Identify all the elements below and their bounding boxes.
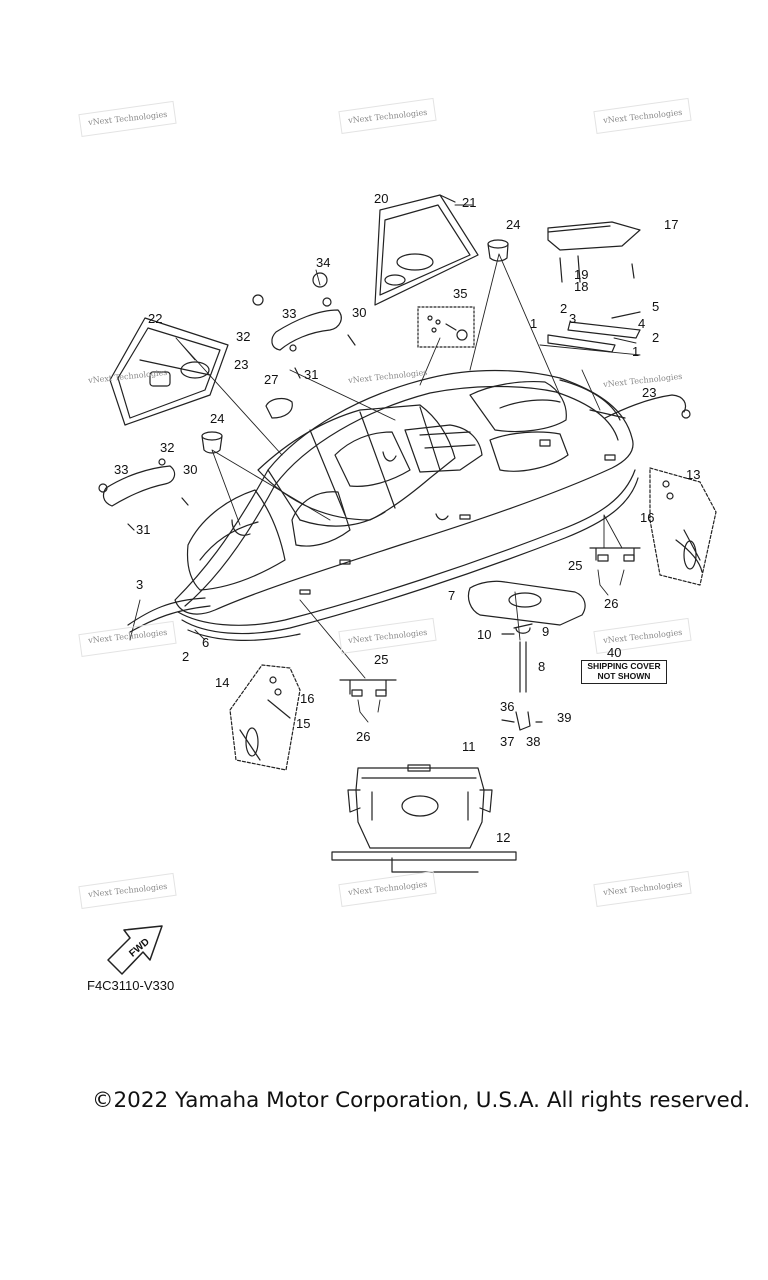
cup-holder-parts bbox=[201, 239, 509, 454]
callout-1: 1 bbox=[530, 316, 538, 331]
boarding-step bbox=[547, 221, 641, 283]
callout-27: 27 bbox=[264, 372, 279, 387]
callout-3: 3 bbox=[136, 577, 144, 592]
shipping-note-line1: SHIPPING COVER bbox=[587, 661, 661, 671]
callout-17: 17 bbox=[664, 217, 679, 232]
callout-23: 23 bbox=[234, 357, 249, 372]
pole bbox=[331, 851, 517, 873]
callout-16: 16 bbox=[640, 510, 655, 525]
callout-24: 24 bbox=[506, 217, 521, 232]
grab-handles bbox=[98, 272, 356, 531]
callout-33: 33 bbox=[114, 462, 129, 477]
callout-25: 25 bbox=[568, 558, 583, 573]
callout-14: 14 bbox=[215, 675, 230, 690]
boat-hull bbox=[174, 369, 639, 641]
callout-39: 39 bbox=[557, 710, 572, 725]
callout-12: 12 bbox=[496, 830, 511, 845]
leader-lines bbox=[129, 204, 641, 723]
front-storage-lid bbox=[109, 317, 229, 426]
callout-30: 30 bbox=[352, 305, 367, 320]
bow-eye-parts bbox=[229, 467, 717, 771]
mirror bbox=[265, 397, 293, 419]
callout-6: 6 bbox=[202, 635, 210, 650]
callout-37: 37 bbox=[500, 734, 515, 749]
callout-4: 4 bbox=[638, 316, 646, 331]
callout-31: 31 bbox=[304, 367, 319, 382]
callout-22: 22 bbox=[148, 311, 163, 326]
callout-8: 8 bbox=[538, 659, 546, 674]
callout-33: 33 bbox=[282, 306, 297, 321]
copyright-text: ©2022 Yamaha Motor Corporation, U.S.A. A… bbox=[92, 1088, 751, 1113]
callout-13: 13 bbox=[686, 467, 701, 482]
strut-parts bbox=[501, 623, 533, 693]
cleat-parts bbox=[339, 547, 641, 697]
callout-1: 1 bbox=[632, 344, 640, 359]
callout-2: 2 bbox=[182, 649, 190, 664]
callout-11: 11 bbox=[462, 739, 476, 754]
rub-rail-parts bbox=[127, 311, 641, 633]
shipping-note-line2: NOT SHOWN bbox=[597, 671, 651, 681]
callout-20: 20 bbox=[374, 191, 389, 206]
rear-storage-lid bbox=[374, 194, 479, 306]
hardware-kit bbox=[417, 306, 475, 348]
callout-2: 2 bbox=[560, 301, 568, 316]
callout-5: 5 bbox=[652, 299, 660, 314]
callout-34: 34 bbox=[316, 255, 331, 270]
callout-18: 18 bbox=[574, 279, 589, 294]
callout-38: 38 bbox=[526, 734, 541, 749]
callout-16: 16 bbox=[300, 691, 315, 706]
callout-23: 23 bbox=[642, 385, 657, 400]
callout-36: 36 bbox=[500, 699, 515, 714]
shipping-note-number: 40 bbox=[607, 645, 622, 660]
cable bbox=[604, 394, 691, 419]
callout-32: 32 bbox=[236, 329, 251, 344]
shipping-note-box: SHIPPING COVER NOT SHOWN bbox=[581, 660, 667, 684]
callout-35: 35 bbox=[453, 286, 468, 301]
bow-eye-hardware bbox=[239, 480, 703, 761]
callout-26: 26 bbox=[604, 596, 619, 611]
fwd-arrow bbox=[107, 925, 163, 975]
hardware-kit-parts bbox=[427, 315, 468, 341]
callout-3: 3 bbox=[569, 311, 577, 326]
callout-10: 10 bbox=[477, 627, 492, 642]
watermark-shapes bbox=[78, 97, 692, 909]
callout-30: 30 bbox=[183, 462, 198, 477]
callout-32: 32 bbox=[160, 440, 175, 455]
callout-31: 31 bbox=[136, 522, 151, 537]
callout-26: 26 bbox=[356, 729, 371, 744]
cooler bbox=[347, 764, 493, 849]
callout-24: 24 bbox=[210, 411, 225, 426]
latch-parts bbox=[501, 711, 543, 731]
hatch-cover bbox=[467, 580, 586, 626]
callout-25: 25 bbox=[374, 652, 389, 667]
callout-15: 15 bbox=[296, 716, 311, 731]
callout-7: 7 bbox=[448, 588, 456, 603]
diagram-code: F4C3110-V330 bbox=[87, 978, 175, 993]
callout-9: 9 bbox=[542, 624, 550, 639]
callout-2: 2 bbox=[652, 330, 660, 345]
callout-21: 21 bbox=[462, 195, 477, 210]
callout-19: 19 bbox=[574, 267, 589, 282]
